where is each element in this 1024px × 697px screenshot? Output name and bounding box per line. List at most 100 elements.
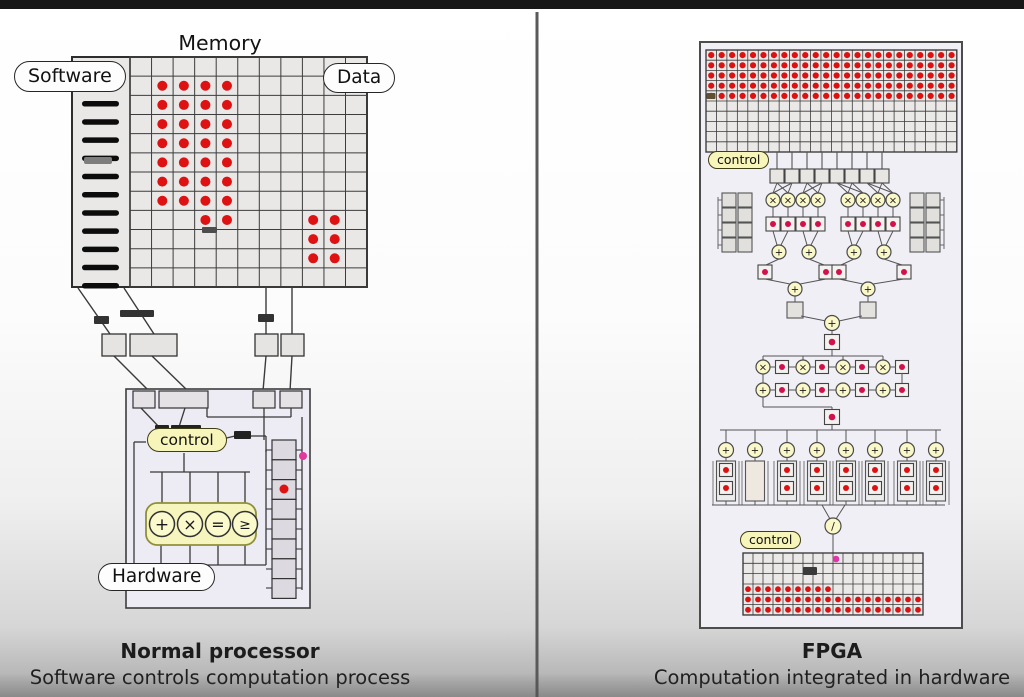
fpga-input-grid-dot <box>917 62 924 69</box>
alu-op-gte <box>231 510 259 538</box>
wire <box>847 230 853 246</box>
add-node-label: + <box>880 248 888 259</box>
fpga-input-grid-dot <box>885 62 892 69</box>
fpga-input-grid-dot <box>802 92 809 99</box>
fpga-input-grid-dot <box>749 52 757 59</box>
fpga-input-grid-dot <box>802 52 809 59</box>
caption-right-subtitle: Computation integrated in hardware <box>653 666 1011 689</box>
fpga-output-grid-dot <box>875 596 881 603</box>
register-stack-cell <box>271 459 297 481</box>
fpga-input-grid-dot <box>718 72 725 79</box>
data-pointer-marker <box>202 227 217 233</box>
fpga-input-grid-dot <box>718 52 725 59</box>
memory-data-grid-dot <box>221 195 232 206</box>
add-node-label: + <box>805 248 813 259</box>
fpga-input-grid-dot <box>749 62 757 69</box>
output-register-dot <box>784 485 790 491</box>
pipeline-register-dot <box>828 413 836 421</box>
fpga-input-grid-dot <box>833 62 840 69</box>
data-pill: Data <box>323 63 396 94</box>
fpga-input-grid-dot <box>896 92 903 99</box>
memory-data-grid-dot <box>221 214 232 225</box>
fpga-input-grid-dot <box>948 82 955 89</box>
fpga-input-grid-dot <box>917 72 924 79</box>
bus-latch <box>280 333 305 357</box>
fpga-output-grid-dot <box>775 606 781 613</box>
caption-right-title: FPGA <box>801 639 863 663</box>
fpga-output-grid-dot <box>915 606 921 613</box>
bus-tag <box>94 316 109 324</box>
pipeline-register-dot <box>860 221 866 227</box>
hardware-pill: Hardware <box>98 563 216 592</box>
pipeline-register-dot <box>859 387 865 393</box>
add-node-label: + <box>751 446 759 457</box>
fpga-input-grid-dot <box>906 72 913 79</box>
register-magenta-dot <box>299 452 307 460</box>
io-port <box>252 390 276 409</box>
pipeline-register-dot <box>779 387 785 393</box>
instruction-bars <box>82 119 119 125</box>
fpga-input-grid-dot <box>864 92 872 99</box>
control-wire <box>140 407 161 429</box>
add-node-label: + <box>775 248 783 259</box>
add-node-label: + <box>827 317 836 330</box>
output-register-dot <box>904 467 910 473</box>
fpga-output-grid-dot <box>795 586 801 593</box>
fpga-input-grid-dot <box>718 62 725 69</box>
fpga-input-grid-dot <box>948 62 955 69</box>
register-stack-cell <box>271 538 297 560</box>
fpga-input-grid-dot <box>854 52 861 59</box>
fpga-input-grid-dot <box>875 82 882 89</box>
memory-data-grid-dot <box>308 253 319 264</box>
memory-data-grid-dot <box>178 119 189 130</box>
latch-mult-wire <box>802 182 808 194</box>
fpga-input-grid-dot <box>864 52 872 59</box>
fpga-output-grid-dot <box>815 596 821 603</box>
pipeline-register-dot <box>785 221 791 227</box>
add-node-label: + <box>932 446 940 457</box>
spare-logic-block <box>925 207 941 223</box>
fpga-input-grid-dot <box>729 72 736 79</box>
fpga-output-grid-dot <box>815 586 821 593</box>
output-register-dot <box>814 485 820 491</box>
fpga-input-grid-dot <box>864 62 872 69</box>
add-node-label: + <box>864 285 872 296</box>
input-latch <box>814 168 830 184</box>
fpga-input-grid-dot <box>760 52 767 59</box>
fpga-input-grid-dot <box>843 52 851 59</box>
fpga-input-grid-dot <box>729 62 736 69</box>
fpga-input-grid-dot <box>885 82 892 89</box>
fpga-input-grid-dot <box>885 52 892 59</box>
mult-node-label: × <box>799 363 807 374</box>
instruction-bars <box>82 283 119 289</box>
memory-bus-wire <box>113 355 150 392</box>
wire <box>821 504 831 520</box>
memory-bus-wire <box>289 355 293 392</box>
wire <box>883 258 903 266</box>
memory-data-grid-dot <box>221 80 232 91</box>
add-node <box>823 314 841 332</box>
output-register-dot <box>872 467 878 473</box>
fpga-output-grid-dot <box>795 606 801 613</box>
spare-logic-block <box>909 192 925 208</box>
fpga-input-grid-dot <box>864 72 872 79</box>
fpga-input-grid-dot <box>739 72 746 79</box>
wire <box>802 230 808 246</box>
output-register-dot <box>904 485 910 491</box>
latch-mult-wire <box>866 182 894 194</box>
logic-block <box>786 301 804 319</box>
instruction-bars <box>82 101 119 107</box>
wire <box>840 258 855 266</box>
fpga-input-grid-dot <box>896 52 903 59</box>
add-node-label: + <box>903 446 911 457</box>
bus-latch <box>129 333 178 357</box>
control-pill-left: control <box>147 428 227 453</box>
memory-data-grid-dot <box>200 119 211 130</box>
fpga-input-grid-dot <box>791 82 798 89</box>
mult-node-label: × <box>879 363 887 374</box>
alu-op-add-label: + <box>155 515 169 535</box>
fpga-input-grid-dot <box>906 92 913 99</box>
pipeline-register-dot <box>823 269 829 275</box>
fpga-input-grid-dot <box>708 72 715 79</box>
memory-data-grid-dot <box>157 119 168 130</box>
